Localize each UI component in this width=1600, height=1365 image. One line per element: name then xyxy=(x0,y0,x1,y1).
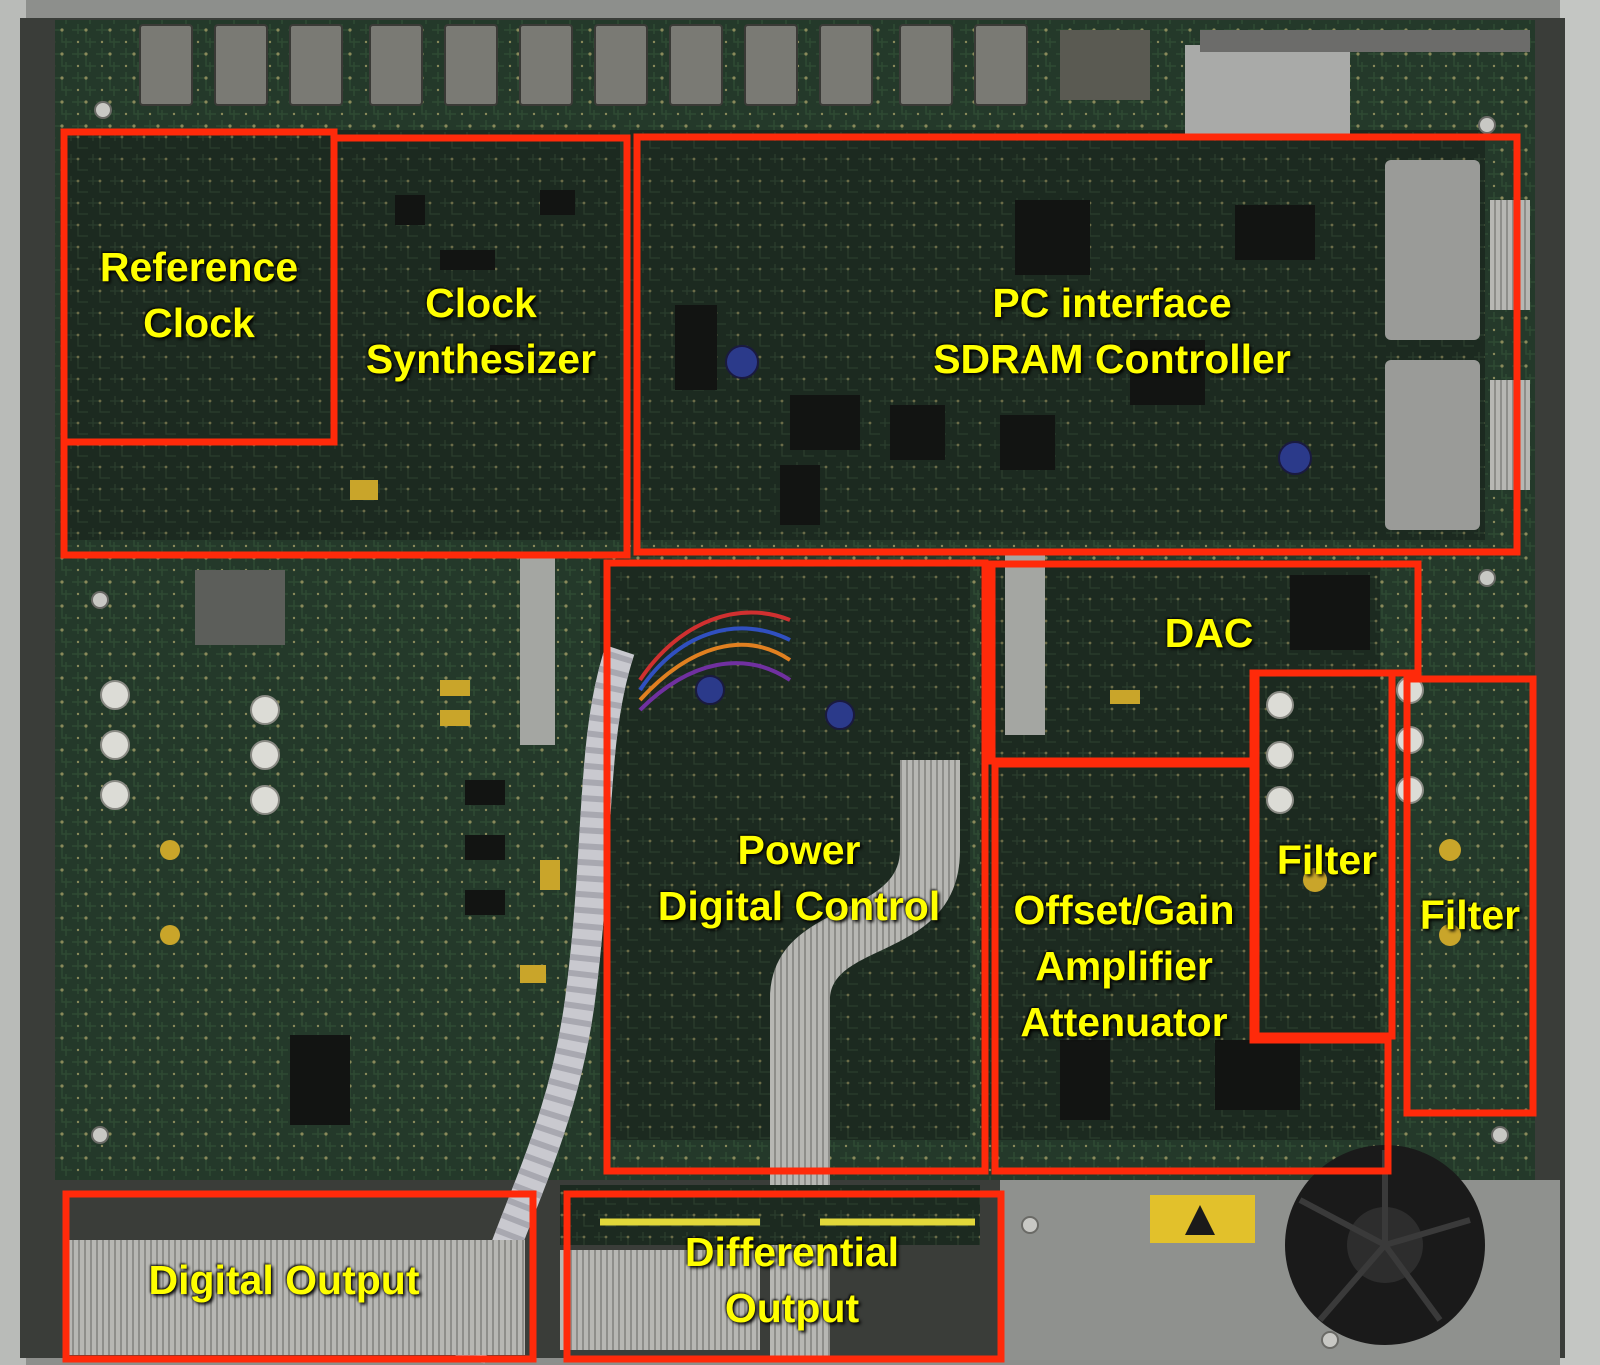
box-power-digital-control xyxy=(603,559,989,1175)
box-clock-synthesizer xyxy=(60,134,631,559)
box-filter-1 xyxy=(1252,669,1396,1040)
box-reference-clock xyxy=(60,128,338,446)
box-filter-2 xyxy=(1403,675,1537,1117)
box-digital-output xyxy=(62,1190,537,1363)
box-differential-output xyxy=(563,1190,1005,1363)
box-pc-interface xyxy=(633,133,1521,556)
